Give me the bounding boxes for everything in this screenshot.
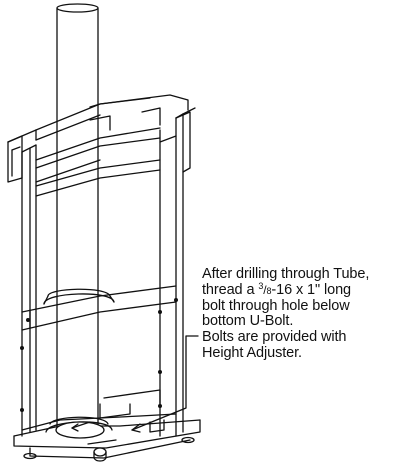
caption-line-2-suffix: -16 x 1" long <box>271 281 352 298</box>
instruction-caption: After drilling through Tube, thread a 3/… <box>202 266 406 362</box>
caption-line-4: bottom U-Bolt. <box>202 313 294 330</box>
pointer-arrow <box>131 335 199 433</box>
right-rail <box>159 113 184 437</box>
fraction-denominator: 8 <box>266 285 272 296</box>
bottom-plate <box>13 389 201 460</box>
bottom-u-bolt <box>45 416 113 439</box>
tube <box>56 3 99 427</box>
fasteners <box>20 298 178 412</box>
fraction-numerator: 3 <box>258 280 264 291</box>
top-u-bolt <box>43 288 115 305</box>
caption-line-2: thread a 3/8-16 x 1" long <box>202 280 406 299</box>
top-left-box <box>11 146 21 177</box>
caption-line-5: Bolts are provided with <box>202 329 347 346</box>
caption-line-2-prefix: thread a <box>202 281 259 298</box>
fraction-slash: / <box>263 282 267 297</box>
caption-line-1: After drilling through Tube, <box>202 266 370 282</box>
lower-crossbar <box>21 285 177 331</box>
top-bracket <box>7 94 196 183</box>
left-rail <box>21 144 37 437</box>
caption-line-6: Height Adjuster. <box>202 344 302 361</box>
bolt <box>87 439 117 462</box>
caption-line-3: bolt through hole below <box>202 297 350 314</box>
